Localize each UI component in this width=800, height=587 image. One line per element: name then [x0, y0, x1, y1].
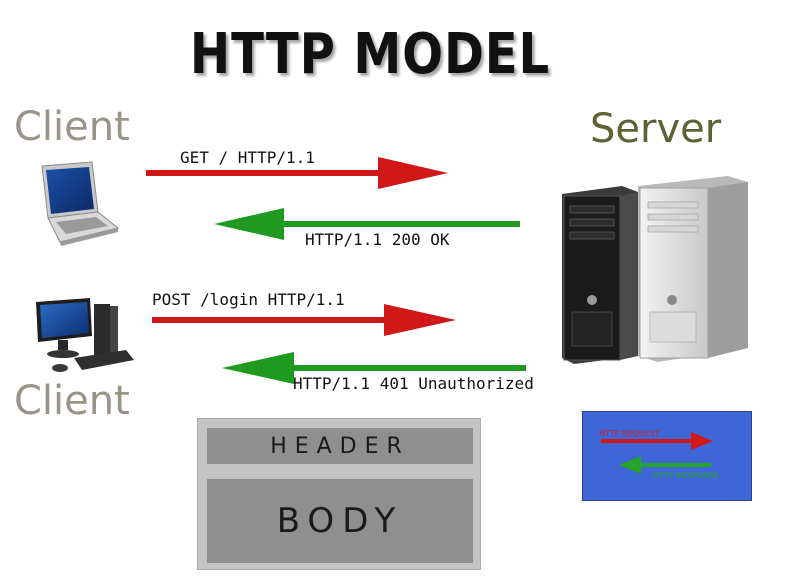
response-arrow-2 — [222, 352, 526, 384]
response-message-1: HTTP/1.1 200 OK — [305, 230, 450, 249]
packet-header-label: HEADER — [270, 433, 410, 459]
legend-response-arrow — [619, 456, 711, 474]
client-label-top: Client — [14, 104, 130, 150]
desktop-computer-icon — [36, 298, 134, 372]
request-message-2: POST /login HTTP/1.1 — [152, 290, 345, 309]
legend: HTTP REQUEST HTTP RESPONSE — [582, 411, 752, 501]
legend-request-arrow — [601, 432, 713, 450]
page-title: HTTP MODEL — [189, 22, 551, 87]
response-arrow-1 — [214, 208, 520, 240]
client-label-bottom: Client — [14, 378, 130, 424]
packet-body-label: BODY — [276, 501, 404, 541]
response-message-2: HTTP/1.1 401 Unauthorized — [293, 374, 534, 393]
request-arrow-2 — [152, 304, 456, 336]
legend-request-label: HTTP REQUEST — [599, 429, 660, 438]
packet-body: BODY — [207, 479, 473, 563]
laptop-icon — [41, 161, 120, 246]
request-arrow-1 — [146, 157, 448, 189]
packet-structure: HEADER BODY — [197, 418, 481, 570]
packet-header: HEADER — [207, 428, 473, 464]
server-label: Server — [590, 106, 722, 152]
server-tower-icon — [562, 176, 748, 364]
legend-arrows — [601, 432, 713, 474]
request-message-1: GET / HTTP/1.1 — [180, 148, 315, 167]
legend-response-label: HTTP RESPONSE — [653, 471, 719, 480]
